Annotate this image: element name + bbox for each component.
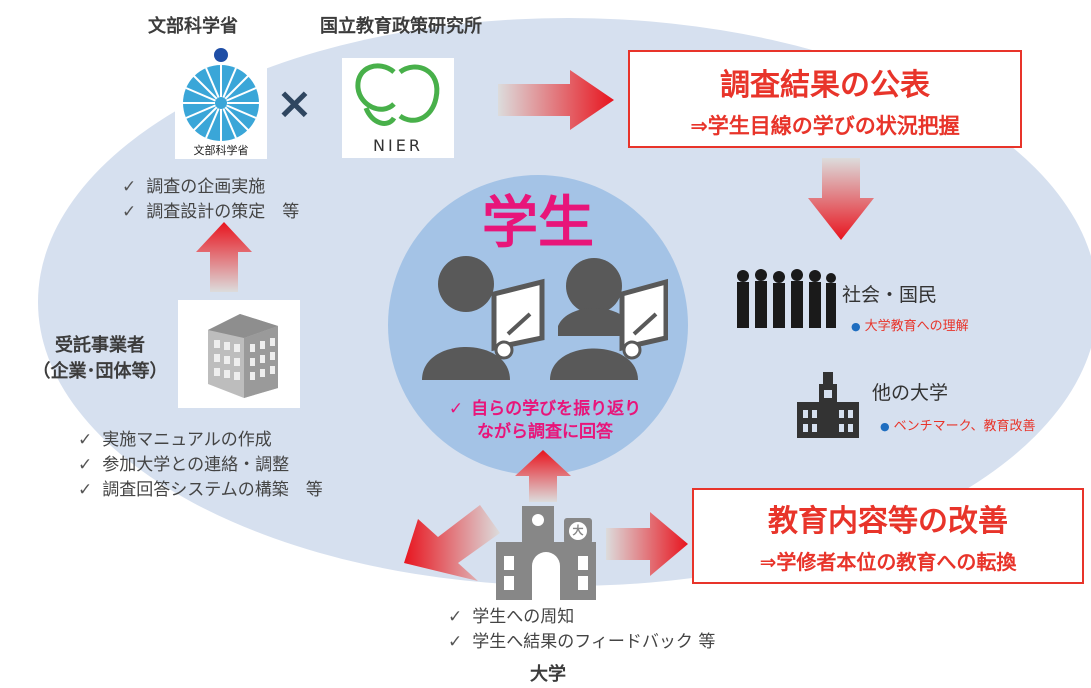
other-univ-note: ベンチマーク、教育改善	[893, 419, 1036, 434]
improve-box: 教育内容等の改善 ⇒学修者本位の教育への転換	[692, 488, 1084, 584]
nier-butterfly-icon	[355, 63, 440, 126]
publish-box: 調査結果の公表 ⇒学生目線の学びの状況把握	[628, 50, 1022, 148]
improve-subtitle: ⇒学修者本位の教育への転換	[759, 550, 1017, 574]
list-item: 調査回答システムの構築 等	[78, 478, 323, 503]
mext-emblem-icon	[183, 48, 259, 141]
people-icon	[737, 269, 836, 328]
contractor-line2: （企業･団体等）	[32, 361, 168, 382]
mext-task-list: 調査の企画実施 調査設計の策定 等	[122, 175, 299, 225]
students-icon	[422, 256, 668, 380]
building-icon	[178, 300, 300, 408]
other-univ-title: 他の大学	[872, 382, 949, 404]
list-item: 実施マニュアルの作成	[78, 428, 323, 453]
university-building-icon	[496, 506, 596, 600]
arrow-down-icon	[808, 158, 874, 240]
university-label: 大学	[530, 664, 566, 685]
times-icon: ×	[276, 78, 313, 129]
arrow-right-to-improve-icon	[606, 512, 688, 576]
list-item: 調査の企画実施	[122, 175, 299, 200]
publish-subtitle: ⇒学生目線の学びの状況把握	[690, 114, 960, 138]
student-caption-line1: 自らの学びを振り返り	[471, 399, 642, 419]
contractor-line1: 受託事業者	[55, 335, 145, 356]
society-note: 大学教育への理解	[864, 319, 969, 334]
society-note-bullet: 大学教育への理解	[851, 315, 969, 334]
student-title: 学生	[482, 191, 594, 256]
mext-logo-text: 文部科学省	[193, 144, 249, 157]
student-caption: ✓自らの学びを振り返り ながら調査に回答	[420, 398, 670, 444]
university-task-list: 学生への周知 学生へ結果のフィードバック 等	[448, 605, 715, 655]
publish-title: 調査結果の公表	[720, 68, 930, 103]
arrow-up-to-student-icon	[515, 450, 571, 502]
list-item: 学生への周知	[448, 605, 715, 630]
society-title: 社会・国民	[842, 284, 938, 306]
list-item: 学生へ結果のフィードバック 等	[448, 630, 715, 655]
other-univ-note-bullet: ベンチマーク、教育改善	[880, 415, 1036, 434]
university-tower-icon	[797, 372, 859, 438]
mext-logo: 文部科学省	[175, 47, 267, 159]
student-caption-line2: ながら調査に回答	[477, 422, 613, 442]
improve-title: 教育内容等の改善	[768, 504, 1008, 539]
mext-title: 文部科学省	[148, 16, 238, 37]
list-item: 調査設計の策定 等	[122, 200, 299, 225]
university-building: 大	[492, 502, 602, 602]
contractor-label: 受託事業者 （企業･団体等）	[30, 333, 170, 385]
contractor-task-list: 実施マニュアルの作成 参加大学との連絡・調整 調査回答システムの構築 等	[78, 428, 323, 503]
arrow-right-icon	[498, 70, 614, 130]
nier-logo-text: NIER	[373, 136, 423, 155]
arrow-up-icon	[196, 222, 252, 292]
arrow-left-up-icon	[404, 505, 500, 581]
nier-logo: NIER	[342, 58, 454, 158]
nier-title: 国立教育政策研究所	[320, 16, 482, 37]
univ-badge: 大	[572, 524, 584, 537]
list-item: 参加大学との連絡・調整	[78, 453, 323, 478]
